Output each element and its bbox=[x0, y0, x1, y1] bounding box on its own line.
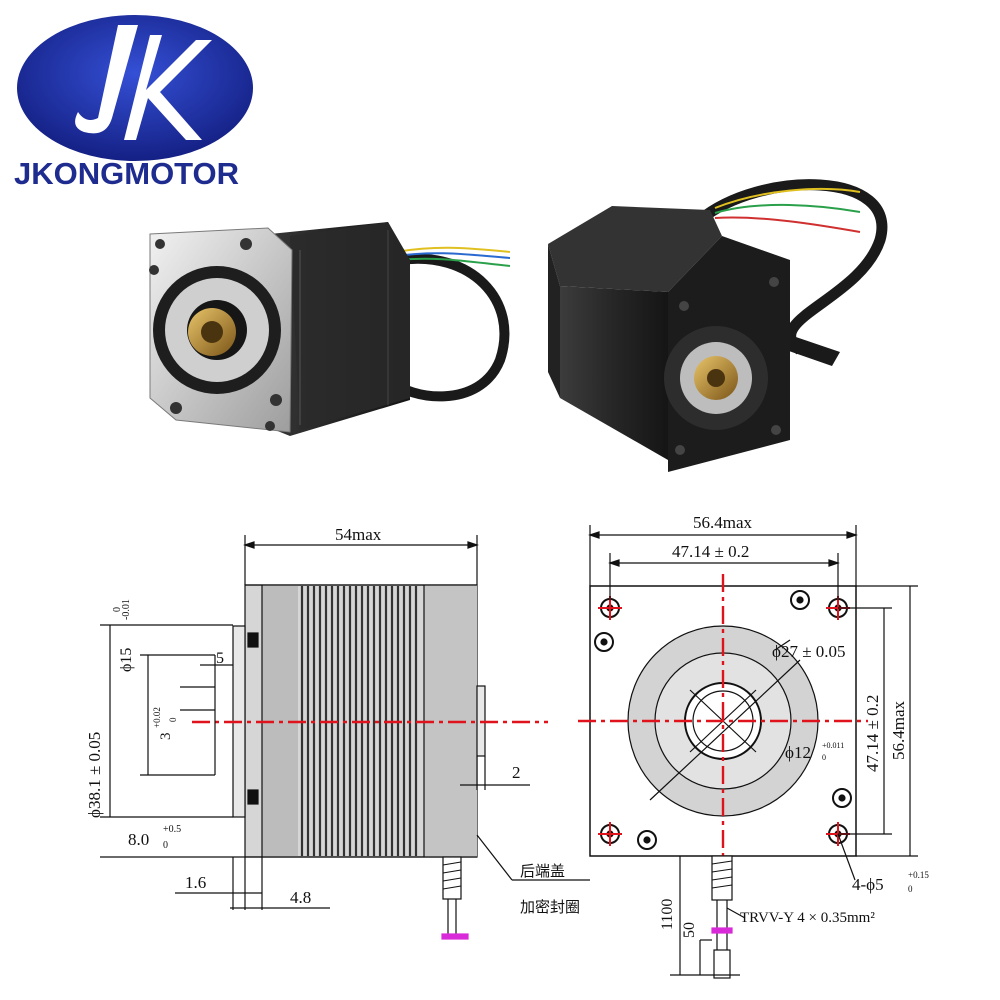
motor-cable bbox=[696, 179, 888, 355]
screw-icon bbox=[149, 265, 159, 275]
dim-shaft-tol-lower: -0.01 bbox=[121, 599, 132, 620]
motor-cable bbox=[386, 253, 510, 402]
dim-height: 56.4max bbox=[889, 700, 908, 760]
dim-boss-dia: ϕ27 ± 0.05 bbox=[772, 642, 846, 661]
dim-holes: 4-ϕ5 bbox=[852, 875, 884, 894]
dim-depth-tol-upper: +0.5 bbox=[163, 824, 181, 835]
screw-icon bbox=[170, 402, 182, 414]
dim-1-6: 1.6 bbox=[185, 873, 206, 892]
logo-k-stroke bbox=[124, 35, 212, 140]
dim-shaft-dia: ϕ15 bbox=[118, 648, 135, 672]
screw-icon bbox=[769, 277, 779, 287]
motor-body bbox=[548, 206, 722, 292]
dim-shaft-tol-upper: 0 bbox=[112, 607, 123, 612]
connector-mark bbox=[441, 933, 469, 940]
logo-j-stroke bbox=[75, 25, 138, 134]
motor-photo-front bbox=[149, 222, 511, 436]
side-view-drawing bbox=[100, 535, 590, 940]
dim-bore: ϕ12 bbox=[785, 743, 811, 762]
side-view-labels: 54max ϕ15 0 -0.01 ϕ38.1 ± 0.05 5 3 +0.02… bbox=[85, 525, 580, 916]
dim-key-tol-lower: 0 bbox=[168, 717, 178, 722]
dim-key-tol-upper: +0.02 bbox=[152, 707, 162, 728]
screw-icon bbox=[270, 394, 282, 406]
dim-4-8: 4.8 bbox=[290, 888, 311, 907]
dim-lead-strip: 50 bbox=[681, 922, 698, 938]
screw-icon bbox=[265, 421, 275, 431]
dim-holes-tol-upper: +0.15 bbox=[908, 870, 929, 880]
motor-photo-rear bbox=[548, 179, 888, 472]
dim-5: 5 bbox=[216, 650, 224, 667]
screw-icon bbox=[679, 301, 689, 311]
dim-depth-tol-lower: 0 bbox=[163, 840, 168, 851]
dim-hole-pitch-v: 47.14 ± 0.2 bbox=[863, 695, 882, 772]
dim-lead-length: 1100 bbox=[659, 899, 676, 930]
screw-icon bbox=[675, 445, 685, 455]
brand-logo: JKONGMOTOR bbox=[14, 15, 253, 191]
dim-holes-tol-lower: 0 bbox=[908, 884, 913, 894]
front-view-labels: 56.4max 47.14 ± 0.2 47.14 ± 0.2 56.4max … bbox=[659, 513, 929, 938]
connector-mark bbox=[711, 927, 733, 934]
cable-spec: TRVV-Y 4 × 0.35mm² bbox=[740, 910, 875, 926]
seal-ring-label: 加密封圈 bbox=[520, 898, 580, 916]
dim-depth: 8.0 bbox=[128, 830, 149, 849]
dim-2: 2 bbox=[512, 763, 521, 782]
dim-pilot-dia: ϕ38.1 ± 0.05 bbox=[85, 732, 104, 818]
dim-bore-tol-upper: +0.011 bbox=[822, 741, 844, 750]
screw-icon bbox=[771, 425, 781, 435]
dim-bore-tol-lower: 0 bbox=[822, 753, 826, 762]
screw-icon bbox=[240, 238, 252, 250]
screw-icon bbox=[155, 239, 165, 249]
rear-cover-label: 后端盖 bbox=[520, 862, 565, 880]
dim-width: 56.4max bbox=[693, 513, 753, 532]
dim-key-width: 3 bbox=[158, 733, 174, 741]
dim-hole-pitch-h: 47.14 ± 0.2 bbox=[672, 542, 749, 561]
dim-length: 54max bbox=[335, 525, 382, 544]
front-view-drawing bbox=[578, 525, 918, 979]
brand-name: JKONGMOTOR bbox=[14, 156, 239, 191]
